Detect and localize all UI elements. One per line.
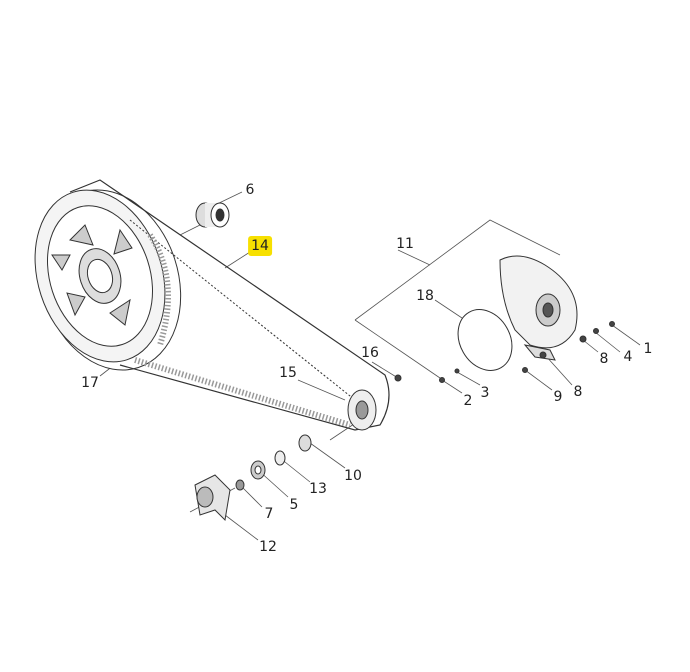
cover-plate <box>457 309 513 371</box>
callout-18[interactable]: 18 <box>416 288 434 304</box>
callout-15[interactable]: 15 <box>279 365 297 381</box>
callout-5[interactable]: 5 <box>289 497 299 513</box>
rear-pulley <box>34 189 182 371</box>
fasteners <box>394 321 615 383</box>
callout-13[interactable]: 13 <box>309 481 327 497</box>
callout-6[interactable]: 6 <box>245 182 255 198</box>
callout-7[interactable]: 7 <box>264 506 274 522</box>
callout-8-lower[interactable]: 8 <box>573 384 583 400</box>
hub <box>194 474 231 522</box>
front-sprocket <box>347 389 377 431</box>
callout-4[interactable]: 4 <box>623 349 633 365</box>
leader-lines <box>99 191 641 541</box>
callout-14-highlighted[interactable]: 14 <box>248 236 272 256</box>
callout-1[interactable]: 1 <box>643 341 653 357</box>
callout-9[interactable]: 9 <box>553 389 563 405</box>
callout-10[interactable]: 10 <box>344 468 362 484</box>
callout-8[interactable]: 8 <box>599 351 609 367</box>
callout-16[interactable]: 16 <box>361 345 379 361</box>
callout-11[interactable]: 11 <box>396 236 414 252</box>
drive-belt <box>69 179 390 431</box>
callout-12[interactable]: 12 <box>259 539 277 555</box>
spacers-washers <box>235 434 312 491</box>
sprocket-cover <box>499 255 578 361</box>
callout-2[interactable]: 2 <box>463 393 473 409</box>
callout-3[interactable]: 3 <box>480 385 490 401</box>
bearing <box>195 202 230 228</box>
callout-17[interactable]: 17 <box>81 375 99 391</box>
